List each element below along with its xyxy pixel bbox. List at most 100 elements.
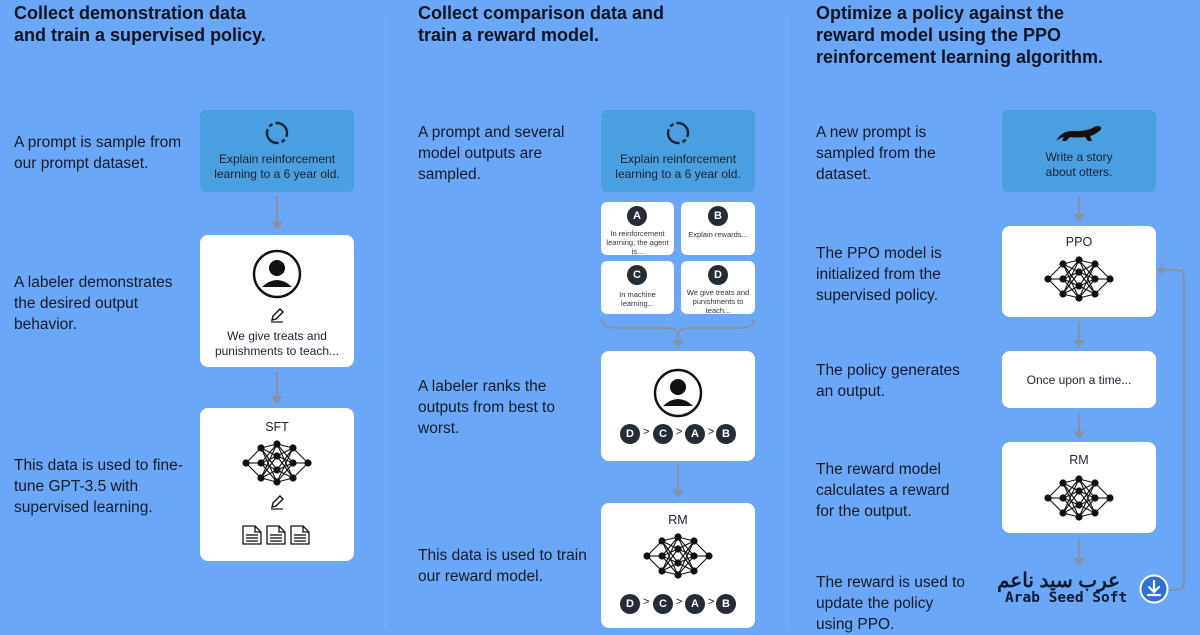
col3-output-text: Once upon a time...: [1026, 373, 1132, 387]
nn-edge: [1062, 263, 1080, 299]
nn-edge: [276, 447, 294, 483]
nn-edge: [661, 540, 679, 576]
nn-edge: [661, 548, 679, 572]
neural-network-icon: [242, 440, 312, 486]
nn-node: [257, 474, 265, 482]
nn-node: [1075, 268, 1083, 276]
nn-node: [257, 459, 265, 467]
nn-edge: [1062, 478, 1080, 514]
col2-rm-card: RM D > C > A > B: [601, 503, 755, 628]
nn-edge: [1078, 263, 1096, 287]
grouping-brace: [601, 319, 755, 337]
ranking-row: D > C > A > B: [601, 594, 755, 614]
col1-prompt-card: Explain reinforcement learning to a 6 ye…: [200, 110, 354, 192]
documents-icon: [242, 525, 310, 545]
gt-symbol: >: [676, 596, 683, 608]
nn-node: [1075, 294, 1083, 302]
nn-node: [1059, 479, 1067, 487]
column-2-heading-line1: Collect comparison data and: [418, 3, 665, 23]
nn-node: [1044, 494, 1052, 502]
col3-step4: The reward model calculates a reward for…: [816, 461, 950, 520]
nn-node: [674, 545, 682, 553]
column-3-heading-line3: reinforcement learning algorithm.: [816, 47, 1104, 67]
nn-node: [690, 567, 698, 575]
col2-step1: A prompt and several model outputs are s…: [418, 124, 565, 183]
neural-network-icon: [643, 533, 713, 579]
nn-node: [1091, 290, 1099, 298]
output-card-c: C In machine learning...: [601, 261, 674, 314]
nn-node: [289, 444, 297, 452]
nn-edge: [1062, 478, 1080, 499]
col3-ppo-card: PPO: [1002, 226, 1156, 317]
col2-rank-card: D > C > A > B: [601, 351, 755, 461]
download-icon: [1139, 574, 1169, 604]
nn-node: [674, 533, 682, 541]
nn-edge: [1078, 278, 1096, 299]
output-text-c: In machine learning...: [619, 290, 656, 308]
nn-node: [1091, 260, 1099, 268]
column-divider-1: [385, 15, 386, 628]
col3-step1: A new prompt is sampled from the dataset…: [816, 124, 936, 183]
otter-icon: [1056, 126, 1102, 141]
gt-symbol: >: [643, 426, 650, 438]
nn-edge: [1062, 259, 1080, 295]
rank-1: D: [620, 594, 640, 614]
nn-edge: [260, 443, 278, 479]
col3-arrow-1: [1073, 196, 1085, 222]
col3-rm-label: RM: [1069, 453, 1089, 467]
nn-node: [273, 466, 281, 474]
nn-edge: [276, 447, 294, 471]
nn-node: [1075, 475, 1083, 483]
col1-prompt-text: Explain reinforcement learning to a 6 ye…: [214, 152, 340, 181]
nn-edge: [260, 447, 278, 483]
nn-node: [705, 552, 713, 560]
neural-network-icon: [1044, 475, 1114, 521]
col3-arrow-3: [1073, 413, 1085, 439]
col3-arrow-2: [1073, 322, 1085, 348]
nn-node: [289, 474, 297, 482]
nn-node: [643, 552, 651, 560]
nn-edge: [1062, 490, 1080, 514]
nn-node: [1075, 256, 1083, 264]
nn-node: [273, 478, 281, 486]
nn-node: [1059, 509, 1067, 517]
gt-symbol: >: [708, 596, 715, 608]
nn-edge: [276, 443, 294, 479]
column-3-heading: Optimize a policy against the reward mod…: [816, 2, 1103, 68]
nn-edge: [1078, 263, 1096, 299]
output-letter-d: D: [708, 265, 728, 285]
rank-4: B: [716, 424, 736, 444]
output-text-b: Explain rewards...: [688, 230, 748, 239]
labeler-avatar-icon: [252, 249, 302, 299]
column-divider-2: [787, 15, 788, 628]
nn-edge: [1062, 278, 1080, 299]
nn-edge: [1078, 482, 1096, 518]
nn-node: [1059, 260, 1067, 268]
nn-edge: [661, 536, 679, 557]
nn-edge: [677, 540, 695, 576]
col3-arrow-4: [1073, 538, 1085, 566]
rank-1: D: [620, 424, 640, 444]
nn-node: [690, 552, 698, 560]
col3-rm-card: RM: [1002, 442, 1156, 533]
col3-output-card: Once upon a time...: [1002, 351, 1156, 408]
column-1-heading: Collect demonstration data and train a s…: [14, 2, 266, 46]
nn-edge: [1078, 478, 1096, 499]
nn-node: [1091, 494, 1099, 502]
nn-node: [1091, 509, 1099, 517]
col1-step1: A prompt is sample from our prompt datas…: [14, 134, 182, 172]
col1-sft-card: SFT: [200, 408, 354, 561]
ranking-row: D > C > A > B: [601, 424, 755, 444]
nn-node: [674, 571, 682, 579]
col2-step2: A labeler ranks the outputs from best to…: [418, 378, 555, 437]
nn-edge: [677, 536, 695, 572]
col1-sft-label: SFT: [265, 420, 289, 434]
neural-network-icon: [1044, 256, 1114, 302]
col3-ppo-label: PPO: [1065, 235, 1093, 249]
col2-arrow-1: [672, 336, 684, 348]
nn-node: [1059, 275, 1067, 283]
nn-node: [1044, 275, 1052, 283]
nn-node: [257, 444, 265, 452]
col1-step2: A labeler demonstrates the desired outpu…: [14, 274, 173, 333]
col2-prompt-card: Explain reinforcement learning to a 6 ye…: [601, 110, 755, 192]
